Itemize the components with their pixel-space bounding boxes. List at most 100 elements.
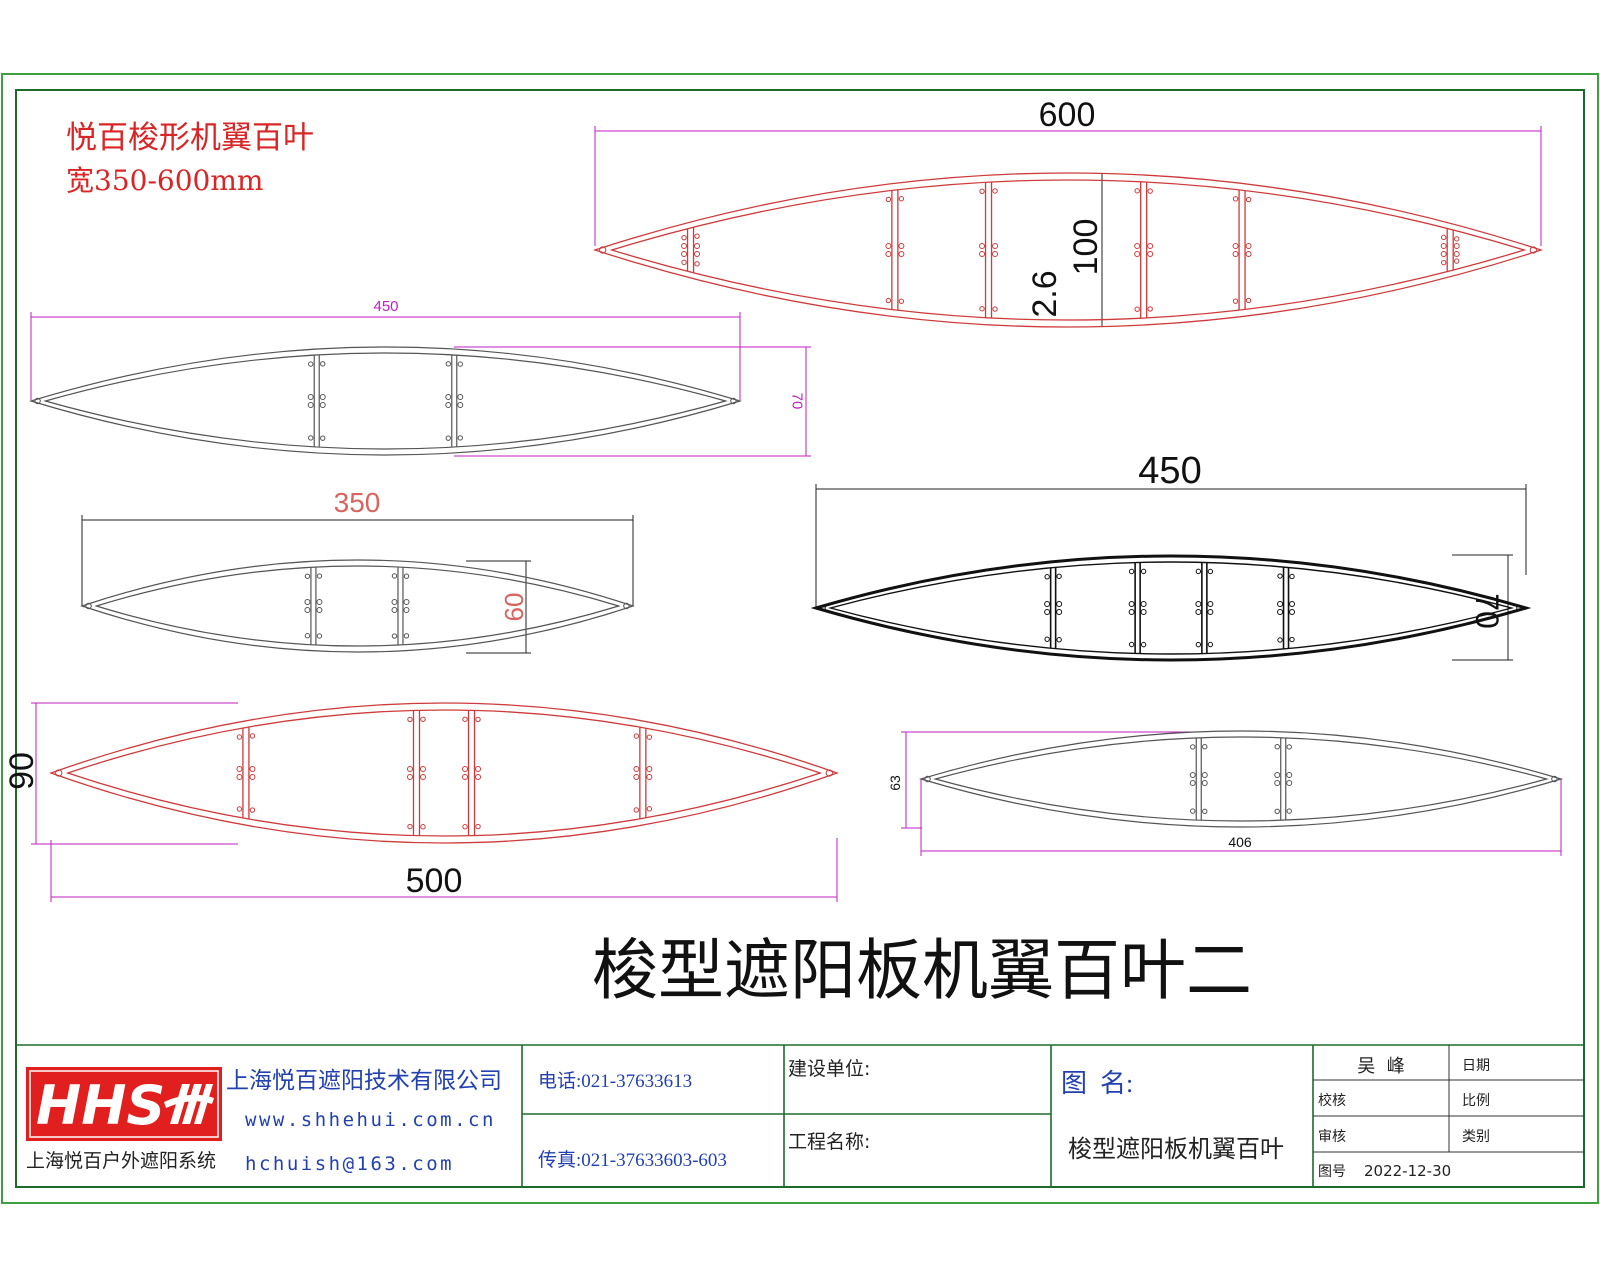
profile-450-black-clip xyxy=(1140,641,1147,648)
profile-500-clip xyxy=(475,716,481,723)
profile-406-clip xyxy=(1274,808,1280,814)
outer-frame xyxy=(1,73,1599,1204)
profile-600-clip xyxy=(681,234,687,241)
dim-600-height-label: 100 xyxy=(1067,219,1105,276)
dimension-lines xyxy=(30,126,1562,902)
profile-406-tip-left xyxy=(924,775,931,783)
profile-500-clip xyxy=(420,824,426,830)
title-block: HHS 上海悦百户外遮阳系统 上海悦百遮阳技术有限公司 www.shhehui.… xyxy=(16,1044,1584,1187)
profile-600-clip xyxy=(694,243,701,249)
profile-500-clip xyxy=(236,766,243,772)
profile-450-black-clip xyxy=(1207,568,1214,575)
dim-500-height-label: 90 xyxy=(3,752,41,790)
profile-600-clip xyxy=(992,243,999,249)
profile-600-clip xyxy=(885,251,892,257)
profile-600-clip xyxy=(1453,236,1460,242)
profile-500-inner-wall xyxy=(65,709,823,837)
profile-600-clip xyxy=(1440,234,1447,241)
profile-600-clip xyxy=(1245,196,1252,203)
profile-600-clip xyxy=(1453,251,1460,257)
profile-500-tip-left xyxy=(55,769,63,777)
profile-450-black-clip xyxy=(1056,609,1063,615)
profile-500-clip xyxy=(475,766,482,772)
profile-600-clip xyxy=(1134,251,1141,257)
profile-450-top-clip xyxy=(307,394,314,400)
profile-450-top-clip xyxy=(445,361,451,367)
profile-450-top-clip xyxy=(445,402,452,408)
profile-600-clip xyxy=(1453,258,1460,264)
profile-500-clip xyxy=(646,766,653,772)
profile-600-clip xyxy=(992,251,999,257)
profile-600-clip xyxy=(1245,297,1252,304)
profile-600-clip xyxy=(1232,251,1239,257)
profile-450-top-inner-wall xyxy=(43,352,728,450)
dim-600-width-label: 600 xyxy=(1039,96,1096,134)
profile-600-clip xyxy=(681,251,688,257)
profile-406-clip xyxy=(1201,780,1208,786)
profile-drawings xyxy=(28,172,1564,844)
construction-unit-label: 建设单位: xyxy=(788,1058,870,1080)
profile-350-tip-left xyxy=(85,602,92,610)
profile-450-top-tip-left xyxy=(34,397,41,405)
profile-600-clip xyxy=(1232,196,1239,202)
profile-450-black-clip xyxy=(1277,609,1284,615)
profile-450-black-clip xyxy=(1140,601,1147,607)
profile-600-clip xyxy=(1147,243,1154,249)
profile-600-clip xyxy=(1440,243,1447,249)
profile-450-black-tip-right xyxy=(1516,604,1523,612)
profile-450-black-clip xyxy=(1277,573,1283,579)
profile-450-black-clip xyxy=(1195,601,1202,607)
profile-450-black-clip xyxy=(1128,641,1135,648)
dim-450-top-width-label: 450 xyxy=(373,298,398,315)
profile-450-top-tip-right xyxy=(730,397,737,405)
profile-450-black-clip xyxy=(1044,609,1051,615)
dim-406-width-label: 406 xyxy=(1228,834,1252,850)
profile-600-clip xyxy=(1245,251,1252,257)
profile-600-clip xyxy=(992,188,998,194)
profile-600-clip xyxy=(979,306,985,312)
profile-600-clip xyxy=(1245,243,1252,249)
dim-350-width-label: 350 xyxy=(334,487,381,518)
profile-500-clip xyxy=(646,774,653,780)
profile-450-black-clip xyxy=(1140,609,1147,615)
dim-600-width xyxy=(594,126,1542,246)
profile-500-clip xyxy=(462,766,469,772)
profile-406-outer-wall xyxy=(918,730,1564,828)
profile-600-clip xyxy=(898,243,905,249)
profile-450-top-clip xyxy=(320,435,326,441)
profile-450-top-clip xyxy=(457,435,463,441)
profile-450-black-outer-wall xyxy=(810,554,1532,662)
profile-450-top-clip xyxy=(319,394,326,400)
profile-500-clip xyxy=(249,807,256,813)
profile-600-clip xyxy=(885,297,892,304)
profile-500-clip xyxy=(407,716,413,723)
profile-500-clip xyxy=(462,774,469,780)
profile-450-black-clip xyxy=(1056,637,1062,643)
profile-350-inner-wall xyxy=(94,565,621,647)
profile-600-clip xyxy=(694,261,700,267)
profile-500-clip xyxy=(475,774,482,780)
profile-450-black-clip xyxy=(1195,568,1202,575)
profile-350-clip xyxy=(403,599,410,605)
profile-450-top-clip xyxy=(319,402,326,408)
designer-name: 吴 峰 xyxy=(1357,1056,1404,1077)
profile-406 xyxy=(918,730,1564,828)
profile-500-clip xyxy=(249,774,256,780)
profile-500-clip xyxy=(633,807,640,813)
profile-500-clip xyxy=(419,774,426,780)
profile-600-clip xyxy=(885,243,892,249)
profile-350-clip xyxy=(316,633,323,639)
dim-500-height xyxy=(31,702,238,845)
profile-600-clip xyxy=(681,259,687,266)
profile-450-black-clip xyxy=(1289,609,1296,615)
profile-500-clip xyxy=(406,766,413,772)
profile-500 xyxy=(49,702,839,844)
profile-500-clip xyxy=(646,734,653,740)
profile-406-clip xyxy=(1190,808,1196,814)
dim-406-height xyxy=(901,731,1195,829)
profile-350-tip-right xyxy=(623,602,630,610)
company-name: 上海悦百遮阳技术有限公司 xyxy=(226,1068,502,1093)
dim-500-width-label: 500 xyxy=(406,862,463,900)
dim-450-black-width xyxy=(815,484,1527,608)
